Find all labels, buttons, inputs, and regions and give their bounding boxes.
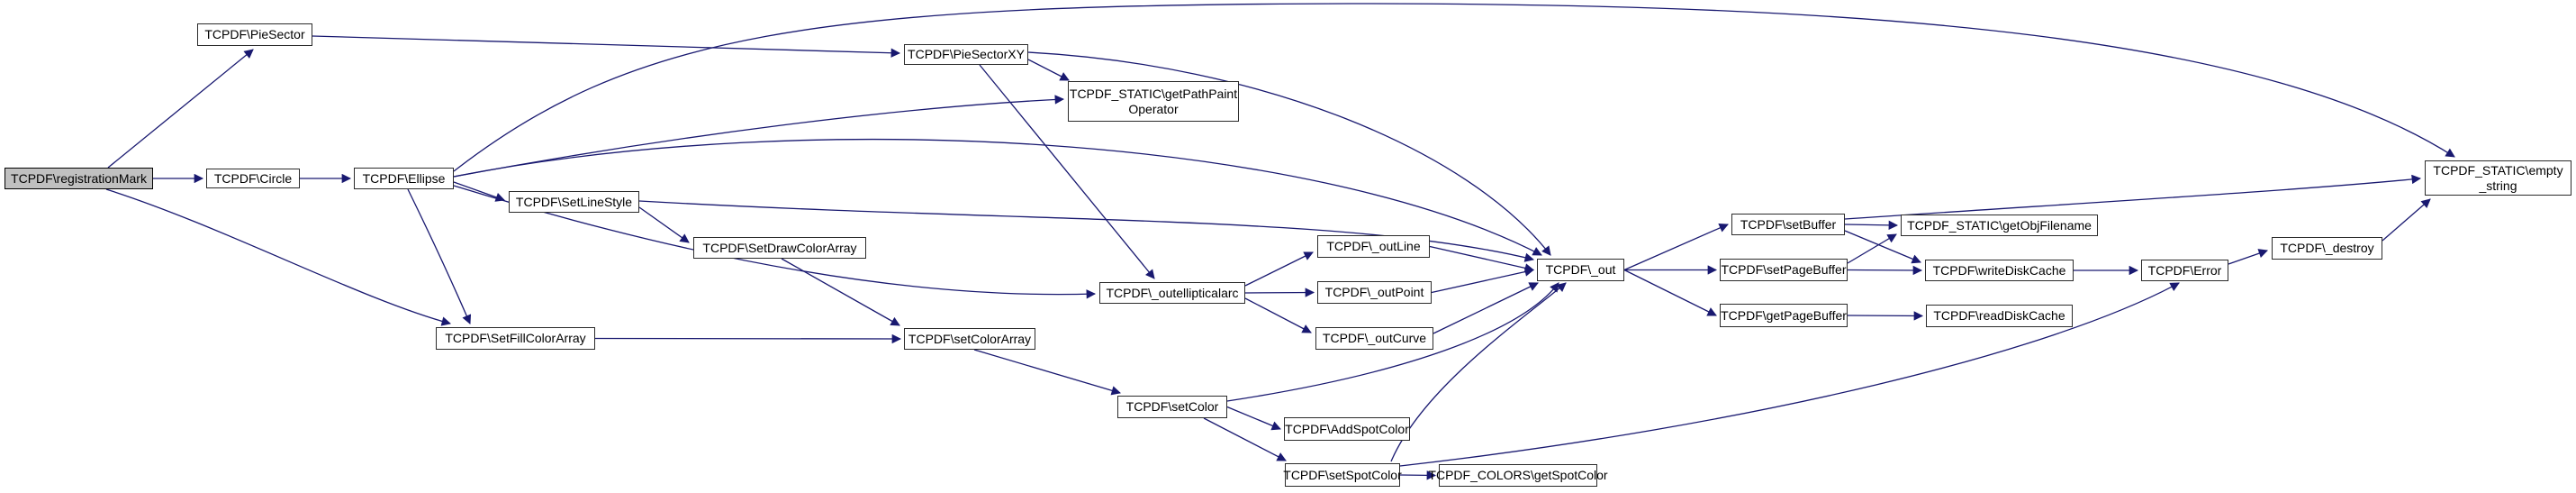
node-_out[interactable]: TCPDF\_out xyxy=(1537,259,1624,281)
edge-_outellipticalarc-_outPoint xyxy=(1244,288,1315,297)
node-setSpotColor[interactable]: TCPDF\setSpotColor xyxy=(1283,463,1402,487)
edge-_outellipticalarc-_outCurve xyxy=(1244,297,1312,333)
node-Ellipse[interactable]: TCPDF\Ellipse xyxy=(354,168,454,189)
edge-_outPoint-_out xyxy=(1431,267,1535,294)
edge-setSpotColor-getSpotColor xyxy=(1399,470,1437,480)
node-AddSpotColor[interactable]: TCPDF\AddSpotColor xyxy=(1284,417,1410,441)
node-_outCurve[interactable]: TCPDF\_outCurve xyxy=(1315,327,1433,350)
edge-_destroy-empty_string xyxy=(2382,198,2431,242)
edge-_outCurve-_out xyxy=(1433,282,1539,334)
edge-setBuffer-getObjFilename xyxy=(1844,220,1899,231)
edge-SetFillColorArray-setColorArray xyxy=(594,333,902,344)
node-registrationMark: TCPDF\registrationMark xyxy=(5,168,153,189)
edge-_outellipticalarc-_outLine xyxy=(1244,251,1314,287)
node-getSpotColor[interactable]: TCPDF_COLORS\getSpotColor xyxy=(1428,464,1608,487)
edge-_out-getPageBuffer xyxy=(1623,269,1717,316)
edge-setColor-setSpotColor xyxy=(1203,417,1287,461)
node-setBuffer[interactable]: TCPDF\setBuffer xyxy=(1731,214,1845,235)
edge-setPageBuffer-getObjFilename xyxy=(1847,233,1897,264)
node-getPathPaintOperator[interactable]: TCPDF_STATIC\getPathPaint Operator xyxy=(1068,81,1239,122)
edge-Ellipse-_out xyxy=(453,138,1542,256)
edge-setSpotColor-Error xyxy=(1399,282,2180,467)
edge-_out-setBuffer xyxy=(1623,224,1729,271)
node-Error[interactable]: TCPDF\Error xyxy=(2141,260,2228,281)
edge-SetLineStyle-SetDrawColorArray xyxy=(638,206,690,243)
edge-setBuffer-writeDiskCache xyxy=(1844,230,1921,264)
node-writeDiskCache[interactable]: TCPDF\writeDiskCache xyxy=(1925,260,2074,281)
node-PieSectorXY[interactable]: TCPDF\PieSectorXY xyxy=(904,44,1028,65)
edge-registrationMark-SetFillColorArray xyxy=(105,188,452,326)
edge-_outLine-_out xyxy=(1429,245,1535,273)
node-setPageBuffer[interactable]: TCPDF\setPageBuffer xyxy=(1720,259,1848,281)
edge-setColorArray-setColor xyxy=(973,349,1121,396)
node-SetFillColorArray[interactable]: TCPDF\SetFillColorArray xyxy=(436,327,595,350)
edge-setPageBuffer-writeDiskCache xyxy=(1847,265,1923,276)
edge-Ellipse-_outellipticalarc xyxy=(453,185,1097,299)
node-getObjFilename[interactable]: TCPDF_STATIC\getObjFilename xyxy=(1901,215,2098,236)
edge-SetDrawColorArray-setColorArray xyxy=(781,258,900,326)
edge-SetLineStyle-_out xyxy=(638,200,1535,262)
node-_outellipticalarc[interactable]: TCPDF\_outellipticalarc xyxy=(1099,282,1245,304)
edge-setColor-AddSpotColor xyxy=(1226,406,1281,431)
edge-Error-_destroy xyxy=(2228,249,2268,265)
edge-Ellipse-SetLineStyle xyxy=(453,181,505,202)
node-readDiskCache[interactable]: TCPDF\readDiskCache xyxy=(1926,305,2073,327)
node-_outPoint[interactable]: TCPDF\_outPoint xyxy=(1317,281,1432,304)
edge-setBuffer-empty_string xyxy=(1844,174,2422,220)
edge-PieSectorXY-getPathPaintOperator xyxy=(1027,59,1070,81)
node-SetDrawColorArray[interactable]: TCPDF\SetDrawColorArray xyxy=(693,237,866,259)
edge-Ellipse-getPathPaintOperator xyxy=(453,95,1065,178)
edge-getPageBuffer-readDiskCache xyxy=(1847,311,1924,321)
node-setColor[interactable]: TCPDF\setColor xyxy=(1117,396,1227,418)
edge-registrationMark-PieSector xyxy=(107,49,254,169)
node-_outLine[interactable]: TCPDF\_outLine xyxy=(1317,235,1430,258)
node-PieSector[interactable]: TCPDF\PieSector xyxy=(197,23,312,46)
edge-PieSectorXY-_out xyxy=(1027,51,1551,256)
node-empty_string[interactable]: TCPDF_STATIC\empty _string xyxy=(2425,160,2571,196)
edge-PieSector-PieSectorXY xyxy=(312,35,901,58)
node-_destroy[interactable]: TCPDF\_destroy xyxy=(2272,237,2382,260)
edge-Ellipse-empty_string xyxy=(453,3,2455,172)
edge-Ellipse-SetFillColorArray xyxy=(407,188,472,324)
node-Circle[interactable]: TCPDF\Circle xyxy=(206,169,300,188)
node-SetLineStyle[interactable]: TCPDF\SetLineStyle xyxy=(509,191,639,213)
node-getPageBuffer[interactable]: TCPDF\getPageBuffer xyxy=(1720,304,1848,327)
edge-setColor-_out xyxy=(1226,282,1559,402)
node-setColorArray[interactable]: TCPDF\setColorArray xyxy=(904,328,1035,350)
edge-PieSectorXY-_outellipticalarc xyxy=(979,64,1155,279)
